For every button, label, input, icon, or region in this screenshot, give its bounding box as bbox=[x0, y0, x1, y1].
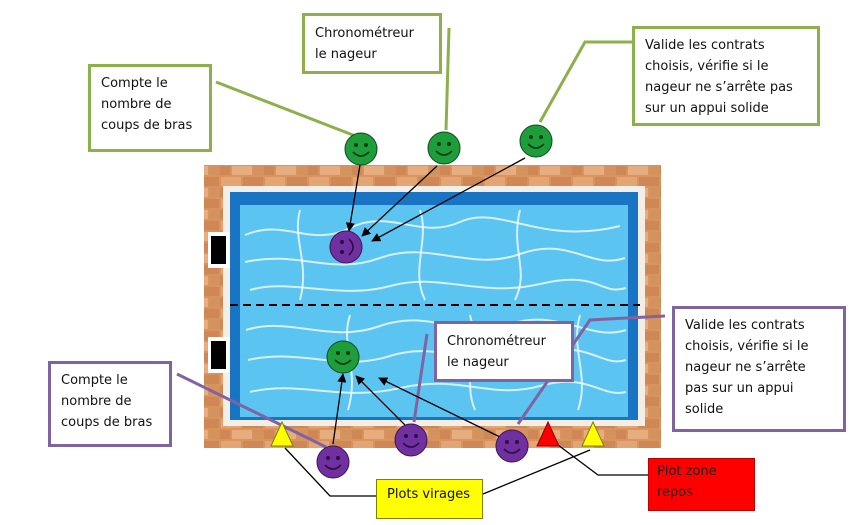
connector-top-right bbox=[538, 40, 632, 123]
note-line: Compte le bbox=[61, 373, 128, 388]
connector-bottom-left bbox=[176, 372, 327, 449]
note-line: sur un appui solide bbox=[645, 101, 769, 116]
smiley-face-icon bbox=[495, 429, 529, 463]
starting-block-bottom-inner bbox=[211, 341, 226, 369]
smiley-face-icon bbox=[519, 124, 553, 158]
arrow-bottom-2 bbox=[355, 375, 406, 426]
faces bbox=[316, 124, 553, 479]
arrow-top-2 bbox=[361, 165, 438, 237]
note-line: Plots virages bbox=[387, 487, 471, 502]
note-line: coups de bras bbox=[101, 118, 193, 133]
note-line: Valide les contrats bbox=[685, 318, 805, 333]
smiley-face-icon bbox=[326, 340, 360, 374]
cone-triangle-icon bbox=[536, 420, 560, 447]
arrow-top-1 bbox=[345, 164, 361, 232]
plot-zone-repos-label: Plot zone repos bbox=[648, 458, 755, 511]
note-line: Plot zone bbox=[657, 464, 717, 479]
connector-bottom-center bbox=[412, 333, 429, 423]
connector-top-center bbox=[444, 27, 451, 131]
note-line: nageur ne s’arrête pas bbox=[645, 80, 793, 95]
starting-block-top-inner bbox=[211, 236, 226, 264]
smiley-face-icon bbox=[316, 445, 350, 479]
note-line: le nageur bbox=[315, 47, 377, 62]
note-line: le nageur bbox=[447, 355, 509, 370]
cone-triangle-icon bbox=[270, 420, 294, 447]
note-line: pas sur un appui bbox=[685, 381, 794, 396]
note-line: nombre de bbox=[101, 97, 172, 112]
note-line: solide bbox=[685, 402, 724, 417]
pool bbox=[204, 165, 661, 448]
note-line: Chronométreur bbox=[447, 334, 546, 349]
connector-lines bbox=[176, 27, 666, 449]
note-line: Compte le bbox=[101, 76, 168, 91]
smiley-face-icon bbox=[394, 423, 428, 457]
smiley-face-icon bbox=[427, 131, 461, 165]
note-bottom-center: Chronométreur le nageur bbox=[434, 321, 574, 382]
connector-bottom-right bbox=[516, 314, 666, 425]
note-top-left: Compte le nombre de coups de bras bbox=[88, 64, 212, 152]
note-top-right: Valide les contrats choisis, vérifie si … bbox=[632, 26, 820, 126]
plots-virages-label: Plots virages bbox=[376, 479, 483, 519]
note-bottom-right: Valide les contrats choisis, vérifie si … bbox=[672, 306, 846, 432]
note-line: choisis, vérifie si le bbox=[645, 59, 769, 74]
arrow-top-3 bbox=[371, 157, 526, 242]
arrows bbox=[284, 157, 648, 497]
note-top-center: Chronométreur le nageur bbox=[302, 13, 442, 74]
note-line: nombre de bbox=[61, 394, 132, 409]
note-line: nageur ne s’arrête bbox=[685, 360, 806, 375]
note-bottom-left: Compte le nombre de coups de bras bbox=[48, 361, 172, 447]
cones bbox=[270, 420, 605, 447]
note-line: Chronométreur bbox=[315, 26, 414, 41]
note-line: Valide les contrats bbox=[645, 38, 765, 53]
cone-triangle-icon bbox=[581, 420, 605, 447]
arrow-bottom-3 bbox=[378, 377, 501, 438]
smiley-face-icon bbox=[344, 132, 378, 166]
connector-top-left bbox=[215, 80, 359, 139]
pointer-plots-virages-left bbox=[284, 447, 386, 497]
smiley-face-icon bbox=[329, 230, 363, 264]
pointer-plot-repos bbox=[557, 444, 648, 476]
note-line: coups de bras bbox=[61, 415, 153, 430]
note-line: repos bbox=[657, 485, 694, 500]
arrow-bottom-1 bbox=[332, 373, 347, 445]
note-line: choisis, vérifie si le bbox=[685, 339, 809, 354]
pointer-plots-virages-right bbox=[482, 449, 591, 495]
